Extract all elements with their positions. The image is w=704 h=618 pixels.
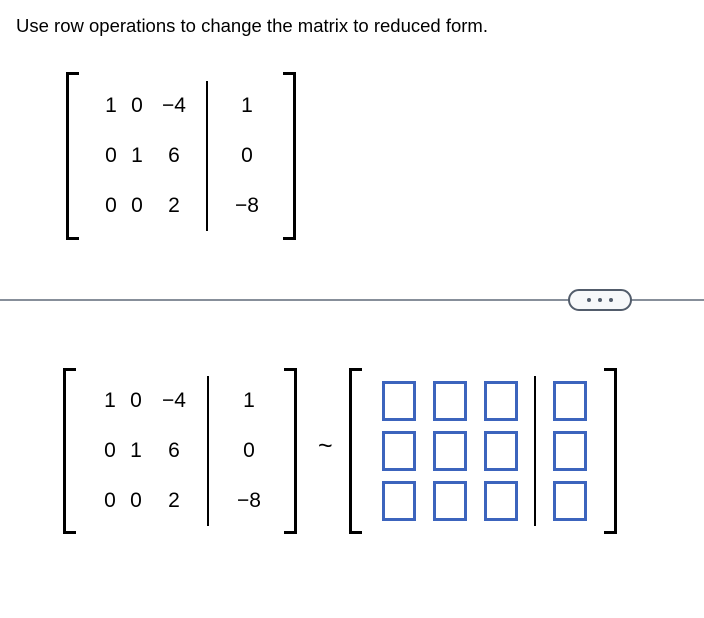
answer-column-3 — [475, 376, 526, 526]
answer-cell — [381, 376, 416, 426]
given-matrix-top: 1 0 0 0 1 0 −4 6 2 1 0 −8 — [66, 72, 296, 240]
answer-input-r2c4[interactable] — [552, 431, 587, 471]
matrix-cell: 0 — [131, 94, 143, 117]
matrix-cell: 1 — [131, 144, 143, 167]
matrix-cell: 0 — [243, 439, 255, 462]
matrix-body: 1 0 0 0 1 0 −4 6 2 1 0 −8 — [77, 368, 283, 534]
answer-cell — [432, 426, 467, 476]
row-equivalence-symbol: ~ — [318, 432, 333, 460]
answer-cell — [432, 476, 467, 526]
matrix-column-4: 1 0 −8 — [220, 81, 274, 231]
matrix-cell: 0 — [130, 389, 142, 412]
matrix-column-4: 1 0 −8 — [221, 376, 277, 526]
augmented-divider — [207, 376, 209, 526]
answer-cell — [381, 476, 416, 526]
matrix-cell: 2 — [168, 489, 180, 512]
matrix-columns: 1 0 0 0 1 0 −4 6 2 1 0 −8 — [80, 81, 282, 231]
matrix-column-1: 1 0 0 — [98, 81, 124, 231]
answer-column-2 — [424, 376, 475, 526]
matrix-cell: 0 — [131, 194, 143, 217]
matrix-cell: 0 — [241, 144, 253, 167]
answer-input-r1c3[interactable] — [483, 381, 518, 421]
ellipsis-dot-icon — [609, 298, 613, 302]
answer-cell — [483, 426, 518, 476]
matrix-cell: 6 — [168, 439, 180, 462]
matrix-cell: −8 — [237, 489, 261, 512]
matrix-body — [363, 368, 603, 534]
right-bracket — [282, 72, 296, 240]
section-divider-line — [0, 299, 704, 301]
left-bracket — [63, 368, 77, 534]
answer-cell — [483, 376, 518, 426]
answer-input-r3c3[interactable] — [483, 481, 518, 521]
matrix-cell: 0 — [104, 489, 116, 512]
augmented-divider — [534, 376, 536, 526]
matrix-cell: −4 — [162, 389, 186, 412]
matrix-cell: 0 — [104, 439, 116, 462]
answer-input-r3c1[interactable] — [381, 481, 416, 521]
right-bracket — [603, 368, 617, 534]
matrix-columns — [363, 376, 603, 526]
matrix-cell: 1 — [243, 389, 255, 412]
answer-input-r3c4[interactable] — [552, 481, 587, 521]
matrix-column-3: −4 6 2 — [150, 81, 198, 231]
answer-matrix — [349, 368, 617, 534]
answer-input-r1c2[interactable] — [432, 381, 467, 421]
matrix-cell: 1 — [130, 439, 142, 462]
answer-cell — [483, 476, 518, 526]
right-bracket — [283, 368, 297, 534]
matrix-column-3: −4 6 2 — [149, 376, 199, 526]
matrix-cell: 0 — [105, 194, 117, 217]
answer-column-1 — [373, 376, 424, 526]
answer-input-r2c1[interactable] — [381, 431, 416, 471]
ellipsis-dot-icon — [598, 298, 602, 302]
question-prompt: Use row operations to change the matrix … — [16, 15, 488, 36]
matrix-cell: −8 — [235, 194, 259, 217]
answer-input-r3c2[interactable] — [432, 481, 467, 521]
answer-input-r1c1[interactable] — [381, 381, 416, 421]
answer-cell — [552, 476, 587, 526]
ellipsis-menu-button[interactable] — [568, 289, 632, 311]
given-matrix-bottom: 1 0 0 0 1 0 −4 6 2 1 0 −8 — [63, 368, 297, 534]
matrix-column-2: 0 1 0 — [123, 376, 149, 526]
ellipsis-dot-icon — [587, 298, 591, 302]
matrix-cell: 2 — [168, 194, 180, 217]
matrix-cell: 0 — [130, 489, 142, 512]
answer-input-r2c3[interactable] — [483, 431, 518, 471]
augmented-divider — [206, 81, 208, 231]
matrix-cell: 1 — [104, 389, 116, 412]
matrix-column-2: 0 1 0 — [124, 81, 150, 231]
matrix-cell: 1 — [241, 94, 253, 117]
matrix-columns: 1 0 0 0 1 0 −4 6 2 1 0 −8 — [77, 376, 283, 526]
answer-input-r2c2[interactable] — [432, 431, 467, 471]
matrix-cell: 6 — [168, 144, 180, 167]
matrix-cell: 1 — [105, 94, 117, 117]
answer-cell — [381, 426, 416, 476]
answer-input-r1c4[interactable] — [552, 381, 587, 421]
left-bracket — [349, 368, 363, 534]
answer-column-4 — [544, 376, 595, 526]
matrix-column-1: 1 0 0 — [97, 376, 123, 526]
answer-cell — [552, 376, 587, 426]
answer-cell — [552, 426, 587, 476]
matrix-cell: 0 — [105, 144, 117, 167]
matrix-cell: −4 — [162, 94, 186, 117]
matrix-body: 1 0 0 0 1 0 −4 6 2 1 0 −8 — [80, 72, 282, 240]
left-bracket — [66, 72, 80, 240]
answer-cell — [432, 376, 467, 426]
